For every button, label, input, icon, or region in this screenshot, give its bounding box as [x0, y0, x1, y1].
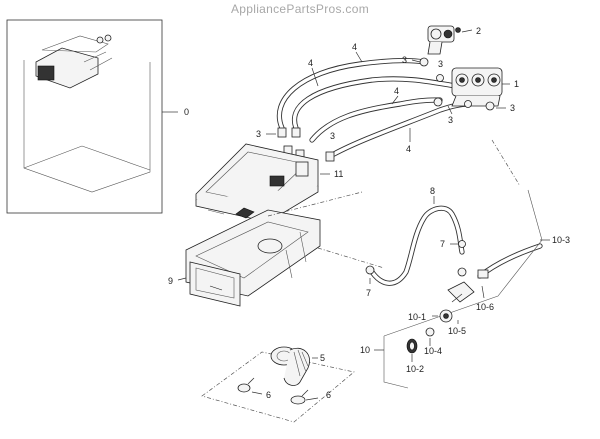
bellows-hose — [270, 346, 310, 386]
label-part-10-1: 10-1 — [408, 312, 426, 322]
label-part-4c: 4 — [394, 86, 399, 96]
label-part-1: 1 — [514, 79, 519, 89]
label-part-7a: 7 — [440, 239, 445, 249]
hose-clamps-drawer — [277, 127, 335, 162]
label-part-0: 0 — [184, 107, 189, 117]
label-part-7b: 7 — [366, 288, 371, 298]
alignment-line — [317, 247, 385, 269]
label-part-8: 8 — [430, 186, 435, 196]
alignment-line — [491, 139, 521, 187]
label-part-6b: 6 — [326, 390, 331, 400]
label-part-3e: 3 — [256, 129, 261, 139]
drain-hose — [369, 205, 465, 286]
label-part-10-2: 10-2 — [406, 364, 424, 374]
bellows-clamps — [237, 377, 309, 405]
label-part-9: 9 — [168, 276, 173, 286]
label-part-10-4: 10-4 — [424, 346, 442, 356]
grommet-parts — [406, 327, 435, 354]
label-part-3f: 3 — [330, 131, 335, 141]
label-part-10: 10 — [360, 345, 370, 355]
label-part-5: 5 — [320, 353, 325, 363]
hose-clamps-drain — [365, 240, 466, 275]
hose-10-3 — [477, 243, 543, 279]
label-part-10-6: 10-6 — [476, 302, 494, 312]
label-part-3b: 3 — [438, 59, 443, 69]
inset-assembly-box — [6, 19, 163, 214]
fitting-assembly-10 — [439, 267, 489, 323]
alignment-line — [267, 191, 363, 217]
label-part-4d: 4 — [406, 144, 411, 154]
dispenser-top-cover — [195, 143, 319, 223]
label-part-6a: 6 — [266, 390, 271, 400]
label-part-2: 2 — [476, 26, 481, 36]
label-part-3d: 3 — [510, 103, 515, 113]
dispenser-housing — [185, 209, 321, 307]
label-part-4b: 4 — [308, 58, 313, 68]
label-part-3a: 3 — [402, 55, 407, 65]
label-part-3c: 3 — [448, 115, 453, 125]
watermark-text: AppliancePartsPros.com — [231, 2, 369, 16]
label-part-11: 11 — [334, 169, 343, 179]
label-part-10-3: 10-3 — [552, 235, 570, 245]
water-valve-main — [451, 67, 503, 107]
bellows-area-outline — [201, 351, 355, 423]
label-part-10-5: 10-5 — [448, 326, 466, 336]
water-valve-small — [427, 25, 461, 55]
hose-clamps-valve — [419, 57, 495, 111]
label-part-4a: 4 — [352, 42, 357, 52]
